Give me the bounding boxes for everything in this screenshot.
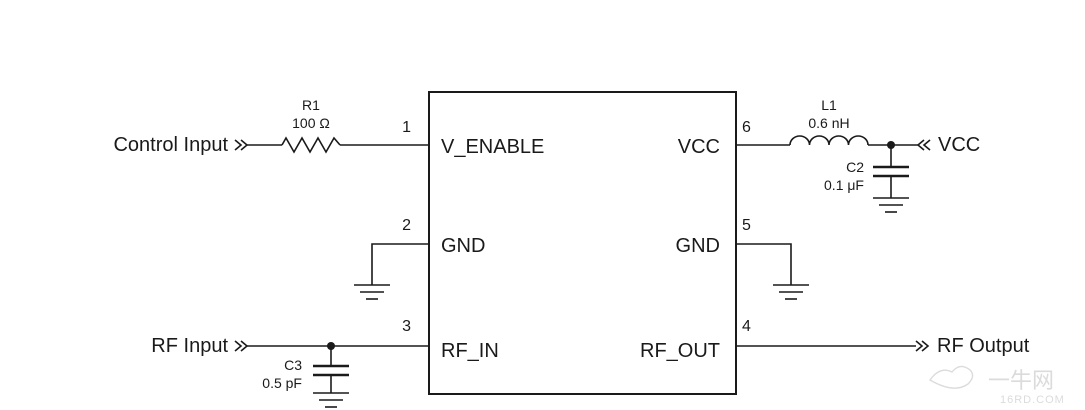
- vcc-arrow-icon: [916, 139, 931, 151]
- r1-value: 100 Ω: [292, 115, 330, 131]
- c3-value: 0.5 pF: [262, 375, 302, 391]
- l1-ref: L1: [821, 97, 837, 113]
- watermark-main: 一牛网: [988, 368, 1054, 393]
- capacitor-c3-symbol: [313, 364, 349, 377]
- control-input-arrow-icon: [234, 139, 249, 151]
- pin-2-number: 2: [402, 217, 411, 234]
- pin-6-name: VCC: [678, 136, 720, 158]
- inductor-l1-symbol: [789, 135, 869, 146]
- ground-icon: [773, 284, 809, 300]
- pin-5-name: GND: [676, 235, 720, 257]
- rf-input-label: RF Input: [151, 335, 228, 357]
- rf-output-label: RF Output: [937, 335, 1030, 357]
- rf-output-arrow-icon: [915, 340, 930, 352]
- watermark: 一牛网 16RD.COM: [928, 365, 1065, 406]
- pin-3-number: 3: [402, 318, 411, 335]
- l1-value: 0.6 nH: [808, 115, 849, 131]
- pin-6-number: 6: [742, 119, 751, 136]
- control-input-label: Control Input: [113, 134, 228, 156]
- ic-body: [428, 91, 737, 395]
- resistor-r1-symbol: [281, 136, 341, 154]
- ground-icon: [313, 392, 349, 408]
- ground-icon: [873, 197, 909, 213]
- c2-value: 0.1 μF: [824, 177, 864, 193]
- pin-1-number: 1: [402, 119, 411, 136]
- capacitor-c2-symbol: [873, 165, 909, 178]
- pin-2-name: GND: [441, 235, 485, 257]
- pin-4-number: 4: [742, 318, 751, 335]
- watermark-logo-icon: [928, 365, 974, 389]
- watermark-sub: 16RD.COM: [1000, 394, 1065, 406]
- rf-input-arrow-icon: [234, 340, 249, 352]
- pin-3-name: RF_IN: [441, 340, 499, 362]
- pin-5-number: 5: [742, 217, 751, 234]
- wire-pin2-ground: [371, 243, 429, 285]
- ground-icon: [354, 284, 390, 300]
- wire-pin5-ground: [736, 243, 792, 285]
- pin-4-name: RF_OUT: [640, 340, 720, 362]
- c2-ref: C2: [846, 159, 864, 175]
- r1-ref: R1: [302, 97, 320, 113]
- pin-1-name: V_ENABLE: [441, 136, 544, 158]
- vcc-label: VCC: [938, 134, 980, 156]
- c3-ref: C3: [284, 357, 302, 373]
